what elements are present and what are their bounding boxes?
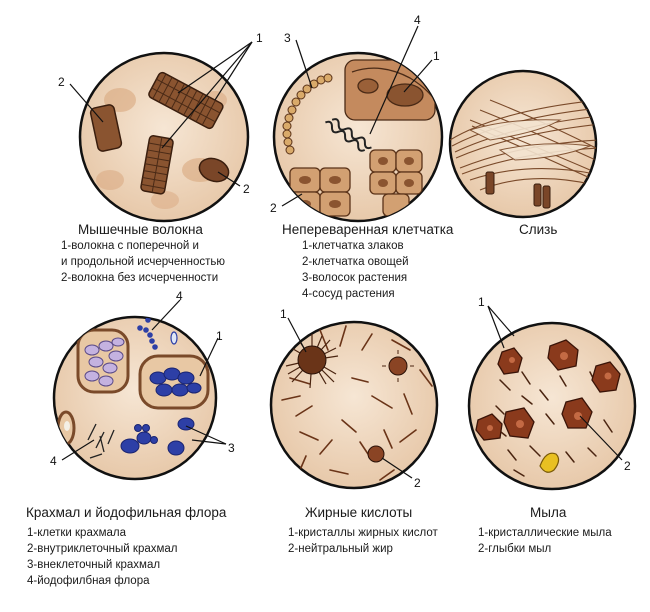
callout-label: 1 bbox=[216, 329, 223, 343]
fatty-acid-crystals bbox=[281, 325, 433, 481]
legend-item: 3-внеклеточный крахмал bbox=[27, 559, 161, 571]
crystal-cluster bbox=[285, 334, 339, 389]
legend-item: 4-сосуд растения bbox=[302, 288, 395, 300]
muscle-fiber-in-mucus bbox=[485, 171, 495, 195]
vegetable-cells bbox=[289, 149, 423, 217]
callout-label: 3 bbox=[228, 441, 235, 455]
smooth-fiber bbox=[198, 157, 230, 183]
legend-item: 3-волосок растения bbox=[302, 272, 408, 284]
microscope-field bbox=[269, 320, 439, 490]
iodophilic-flora bbox=[137, 317, 158, 350]
panel-title-fatty-acids: Жирные кислоты bbox=[305, 505, 413, 520]
legend-starch-flora: 1-клетки крахмала 2-внутриклеточный крах… bbox=[27, 525, 178, 589]
field-content bbox=[89, 71, 230, 209]
plant-hair bbox=[282, 73, 333, 155]
legend-muscle-fibers: 1-волокна с поперечной и и продольной ис… bbox=[61, 238, 225, 286]
neutral-fat bbox=[367, 350, 414, 463]
panel-mucus bbox=[448, 69, 598, 219]
callout-label: 2 bbox=[414, 476, 421, 490]
plant-vessel bbox=[331, 118, 372, 150]
cereal-fiber bbox=[344, 59, 441, 121]
callout-label: 4 bbox=[414, 13, 421, 27]
callout-label: 2 bbox=[270, 201, 277, 215]
legend-item: и продольной исчерченностью bbox=[61, 256, 225, 268]
panel-undigested-fiber: 4 3 1 2 bbox=[270, 13, 444, 223]
legend-fatty-acids: 1-кристаллы жирных кислот 2-нейтральный … bbox=[288, 525, 438, 557]
callout-label: 1 bbox=[280, 307, 287, 321]
legend-item: 1-клетчатка злаков bbox=[302, 240, 404, 252]
panel-fatty-acids: 1 2 bbox=[269, 307, 439, 490]
panel-title-undigested-fiber: Непереваренная клетчатка bbox=[282, 222, 454, 237]
callout-label: 1 bbox=[478, 295, 485, 309]
cell-nuclei bbox=[299, 157, 414, 208]
extracellular-starch bbox=[120, 417, 195, 456]
intracellular-starch bbox=[84, 337, 125, 387]
legend-item: 1-клетки крахмала bbox=[27, 527, 127, 539]
soap-yellow-clump bbox=[539, 452, 560, 473]
callout-label: 4 bbox=[176, 289, 183, 303]
callout-label: 1 bbox=[256, 31, 263, 45]
striated-fiber bbox=[148, 71, 224, 130]
legend-item: 1-кристаллические мыла bbox=[478, 527, 612, 539]
flora-rods bbox=[87, 423, 115, 459]
callout-label: 2 bbox=[624, 459, 631, 473]
legend-item: 4-йодофилбная флора bbox=[27, 575, 150, 587]
callout-label: 2 bbox=[243, 182, 250, 196]
legend-item: 2-внутриклеточный крахмал bbox=[27, 543, 178, 555]
callout-label: 1 bbox=[433, 49, 440, 63]
legend-soaps: 1-кристаллические мыла 2-глыбки мыл bbox=[478, 525, 612, 557]
panel-soaps: 1 2 bbox=[467, 295, 637, 491]
legend-item: 2-волокна без исчерченности bbox=[61, 272, 219, 284]
panel-muscle-fibers: 1 2 2 bbox=[58, 31, 263, 223]
starch-cell bbox=[138, 354, 210, 410]
legend-item: 1-волокна с поперечной и bbox=[61, 240, 199, 252]
legend-item: 2-клетчатка овощей bbox=[302, 256, 409, 268]
field-content bbox=[281, 325, 433, 481]
panel-title-muscle-fibers: Мышечные волокна bbox=[78, 222, 203, 237]
legend-undigested-fiber: 1-клетчатка злаков 2-клетчатка овощей 3-… bbox=[302, 238, 409, 302]
field-content bbox=[282, 59, 441, 217]
field-content bbox=[475, 339, 621, 477]
legend-item: 2-глыбки мыл bbox=[478, 543, 552, 555]
legend-item: 2-нейтральный жир bbox=[288, 543, 393, 555]
panel-starch-flora: 4 1 3 4 bbox=[50, 289, 235, 481]
field-content bbox=[450, 99, 596, 209]
legend-item: 1-кристаллы жирных кислот bbox=[288, 527, 438, 539]
panel-title-soaps: Мыла bbox=[530, 505, 567, 520]
panel-title-mucus: Слизь bbox=[519, 222, 558, 237]
field-content bbox=[56, 317, 210, 459]
striated-fiber bbox=[140, 135, 174, 195]
callout-label: 2 bbox=[58, 75, 65, 89]
panel-title-starch-flora: Крахмал и йодофильная флора bbox=[26, 505, 227, 520]
callout-label: 3 bbox=[284, 31, 291, 45]
callout-label: 4 bbox=[50, 454, 57, 468]
